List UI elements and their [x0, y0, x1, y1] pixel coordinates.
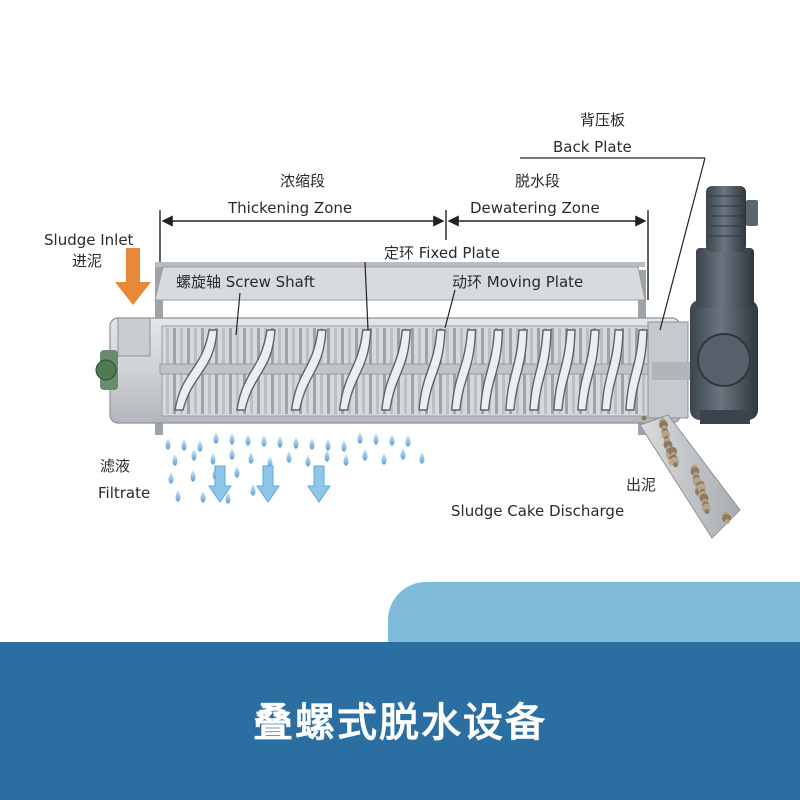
- water-drop: [357, 432, 363, 444]
- sludge-inlet-cn-label: 进泥: [72, 252, 102, 270]
- banner-accent: [388, 582, 800, 652]
- water-drop: [362, 449, 368, 461]
- screw-flight: [450, 329, 477, 411]
- water-drop: [405, 435, 411, 447]
- water-drop: [175, 490, 181, 502]
- screw-flight: [601, 329, 624, 411]
- screw-flight: [338, 329, 372, 411]
- thickening-cn-label: 浓缩段: [280, 172, 325, 190]
- end-cap: [95, 350, 118, 390]
- water-drop: [200, 491, 206, 503]
- screw-shaft: [159, 329, 661, 411]
- water-drop: [277, 436, 283, 448]
- discharge-chute: [639, 414, 741, 539]
- water-drop: [325, 439, 331, 451]
- water-drop: [248, 452, 254, 464]
- water-drop: [309, 438, 315, 450]
- screw-flight: [577, 329, 600, 411]
- water-drop: [229, 433, 235, 445]
- screw-shaft-label: 螺旋轴 Screw Shaft: [176, 273, 315, 291]
- title-banner: [0, 642, 800, 800]
- water-drop: [234, 466, 240, 478]
- dimension-lines: [159, 210, 649, 300]
- filtrate-cn-label: 滤液: [100, 457, 130, 475]
- motor-gearbox: [690, 186, 758, 424]
- dewatering-cn-label: 脱水段: [515, 172, 560, 190]
- water-drop: [261, 435, 267, 447]
- water-drop: [210, 453, 216, 465]
- water-drop: [225, 492, 231, 504]
- water-drop: [373, 433, 379, 445]
- screw-flight: [529, 329, 552, 411]
- screw-flight: [505, 329, 528, 411]
- water-drop: [172, 454, 178, 466]
- water-drop: [286, 451, 292, 463]
- thickening-en-label: Thickening Zone: [227, 199, 352, 217]
- inlet-box: [117, 317, 151, 357]
- water-drop: [381, 453, 387, 465]
- fixed-plate-label: 定环 Fixed Plate: [384, 244, 500, 262]
- sludge-chunk: [704, 509, 710, 514]
- screw-flight: [479, 329, 504, 411]
- back-plate-en-label: Back Plate: [553, 138, 632, 156]
- screw-flight: [236, 329, 276, 411]
- sludge-cake: [641, 415, 731, 525]
- water-drop: [229, 448, 235, 460]
- water-drop: [324, 450, 330, 462]
- sludge-inlet-en-label: Sludge Inlet: [44, 231, 134, 249]
- water-drop: [181, 439, 187, 451]
- water-drop: [190, 470, 196, 482]
- filtrate-drops: [165, 432, 425, 504]
- dewatering-en-label: Dewatering Zone: [470, 199, 600, 217]
- water-drop: [191, 449, 197, 461]
- back-plate: [647, 321, 696, 419]
- water-drop: [165, 438, 171, 450]
- sludge-chunk: [724, 519, 730, 525]
- water-drop: [197, 440, 203, 452]
- back-plate-cn-label: 背压板: [580, 111, 625, 129]
- moving-plate-label: 动环 Moving Plate: [452, 273, 583, 291]
- water-drop: [250, 484, 256, 496]
- water-drop: [213, 432, 219, 444]
- water-drop: [293, 437, 299, 449]
- water-drop: [419, 452, 425, 464]
- sludge-chunk: [673, 462, 678, 468]
- sludge-chunk: [641, 415, 647, 421]
- filtrate-arrows: [208, 465, 331, 503]
- discharge-cn-label: 出泥: [626, 476, 656, 494]
- water-drop: [400, 448, 406, 460]
- screw-press-diagram: Sludge Inlet 进泥 浓缩段 Thickening Zone 脱水段 …: [44, 111, 758, 539]
- inlet-arrow: [115, 248, 151, 305]
- banner-title: 叠螺式脱水设备: [253, 700, 547, 746]
- screw-flight: [290, 329, 327, 411]
- leader-lines: [235, 157, 706, 336]
- filtrate-en-label: Filtrate: [98, 484, 150, 502]
- water-drop: [305, 455, 311, 467]
- water-drop: [168, 472, 174, 484]
- water-drop: [341, 440, 347, 452]
- water-drop: [389, 434, 395, 446]
- discharge-en-label: Sludge Cake Discharge: [451, 502, 624, 520]
- screw-flight: [625, 329, 648, 411]
- screw-flight: [381, 329, 412, 411]
- screw-flight: [418, 329, 446, 411]
- screw-flight: [174, 329, 218, 411]
- water-drop: [245, 434, 251, 446]
- water-drop: [267, 456, 273, 468]
- screw-flight: [553, 329, 576, 411]
- labels: Sludge Inlet 进泥 浓缩段 Thickening Zone 脱水段 …: [44, 111, 656, 520]
- water-drop: [343, 454, 349, 466]
